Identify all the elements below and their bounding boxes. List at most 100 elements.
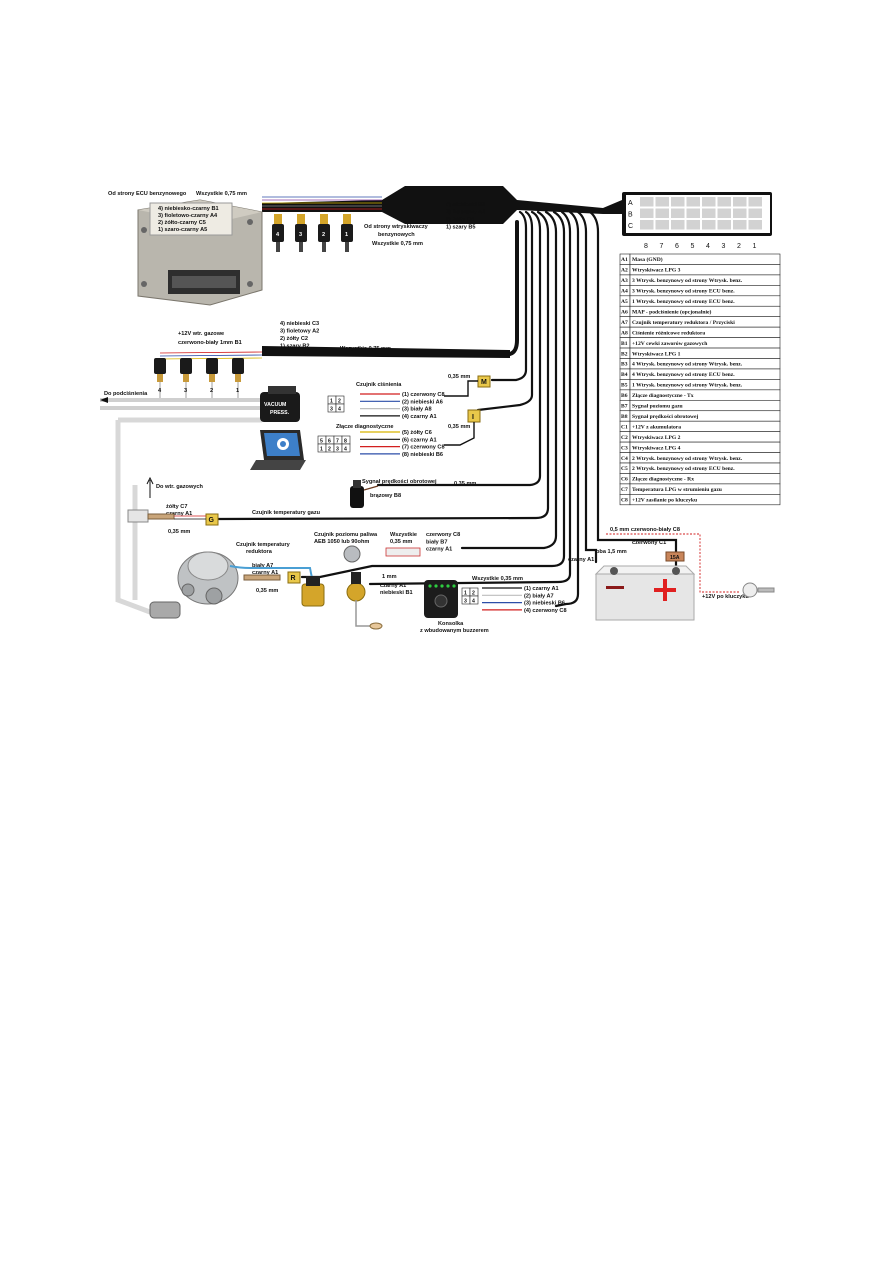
pin-id: A8 xyxy=(621,330,628,336)
gas-temp-badge-letter: G xyxy=(209,517,215,524)
panel-wire-label: (2) biały A7 xyxy=(524,593,554,599)
injector-number: 3 xyxy=(299,232,302,238)
connector-pin xyxy=(671,220,685,230)
connector-row-label: A xyxy=(628,200,633,207)
solenoid-size: 1 mm xyxy=(382,574,397,580)
pin-id: B8 xyxy=(621,414,628,420)
diag-pin-number: 4 xyxy=(344,446,347,452)
rpm-wire: brązowy B8 xyxy=(370,493,401,499)
diag-pin-number: 8 xyxy=(344,438,347,444)
panel-caption-1: Konsolka xyxy=(438,621,464,627)
rpm-lead xyxy=(363,485,379,491)
ecu-wire-list: 4) niebiesko-czarny B13) fioletowo-czarn… xyxy=(158,206,219,233)
pin-description: Wtryskiwacz LPG 1 xyxy=(632,351,681,357)
pin-id: B6 xyxy=(621,393,628,399)
connector-pin xyxy=(702,220,716,230)
benz-injector-wire-list: 4) niebieski B33) fioletowy A32) żółty C… xyxy=(446,202,485,231)
connector-pin xyxy=(640,197,654,207)
level-wire-label: czarny A1 xyxy=(426,547,452,553)
ecu-bolt xyxy=(141,281,147,287)
panel-pin-number: 2 xyxy=(472,590,475,596)
main-harness xyxy=(216,186,678,608)
gas-temp-badge: G xyxy=(205,513,219,526)
battery-minus-sign xyxy=(606,586,624,589)
diag-size: 0,35 mm xyxy=(448,424,470,430)
connector-pin-grid xyxy=(640,197,762,230)
map-wire-label: (1) czerwony C8 xyxy=(402,392,445,398)
wire-gas-temp xyxy=(216,210,550,521)
benz-injectors-label-2: benzynowych xyxy=(378,232,415,238)
pin-id: B1 xyxy=(621,341,628,347)
lpg-injector-wire-label: 3) fioletowy A2 xyxy=(280,329,319,335)
solenoid-wire-1: czarny A1 xyxy=(380,583,406,589)
panel-all: Wszystkie 0,35 mm xyxy=(472,576,523,582)
pin-description: +12V zasilanie po kluczyku xyxy=(632,498,697,504)
battery-case xyxy=(595,573,695,621)
wire-panel xyxy=(554,210,580,608)
wire-battery-plus xyxy=(588,210,678,568)
gas-temp-wire-1: żółty C7 xyxy=(166,504,187,510)
reducer-badge-letter: R xyxy=(291,575,296,582)
reducer-title-1: Czujnik temperatury xyxy=(236,542,291,548)
connector-pin xyxy=(640,220,654,230)
pin-id: B3 xyxy=(621,362,628,368)
wire-map xyxy=(490,210,528,382)
reducer-wire-1: biały A7 xyxy=(252,563,273,569)
pin-id: C4 xyxy=(621,456,628,462)
rpm-size: 0,35 mm xyxy=(454,481,476,487)
diag-badge: I xyxy=(467,409,481,423)
pin-description: Sygnał prędkości obrotowej xyxy=(632,414,699,420)
injector-nozzle xyxy=(299,242,303,252)
reducer-title-2: reduktora xyxy=(246,549,273,555)
level-wire-label: biały B7 xyxy=(426,539,447,545)
laptop-base xyxy=(250,460,306,470)
pin-id: C2 xyxy=(621,435,628,441)
pin-description: 2 Wtrysk. benzynowy od strony Wtrysk. be… xyxy=(632,456,743,462)
ecu-all-label: Wszystkie 0,75 mm xyxy=(196,191,247,197)
lpg-wires-thin xyxy=(159,351,263,360)
injector-body xyxy=(341,224,353,242)
lpg-rail-hoses xyxy=(100,398,262,615)
pin-id: B4 xyxy=(621,372,628,378)
ecu-bolt xyxy=(247,219,253,225)
pin-id: C5 xyxy=(621,466,628,472)
ignition-coil xyxy=(350,486,364,508)
connector-pin xyxy=(655,208,669,218)
reducer-wire-2: czarny A1 xyxy=(252,570,278,576)
key-label: +12V po kluczyku xyxy=(702,594,749,600)
pin-description: 1 Wtrysk. benzynowy od strony ECU benz. xyxy=(632,299,735,305)
panel-led xyxy=(440,584,444,588)
connector-col-label: 6 xyxy=(675,243,679,250)
diag-badge-box xyxy=(467,409,481,423)
battery-top xyxy=(594,565,696,575)
map-device xyxy=(260,392,300,422)
map-wire-label: (4) czarny A1 xyxy=(402,414,437,420)
benz-injector-wire-label: 1) szary B5 xyxy=(446,225,476,231)
level-all: Wszystkie xyxy=(390,532,417,538)
pin-description: Złącze diagnostyczne - Rx xyxy=(632,477,694,483)
map-title: Czujnik ciśnienia xyxy=(356,382,402,388)
benz-injector-wire-label: 3) fioletowy A3 xyxy=(446,210,485,216)
pin-description: Sygnał poziomu gazu xyxy=(632,404,683,410)
panel-pin-number: 1 xyxy=(464,590,467,596)
pin-description: +12V cewki zaworów gazowych xyxy=(632,341,708,347)
wire-red-white xyxy=(159,351,263,354)
connector-col-label: 7 xyxy=(660,243,664,250)
panel-button xyxy=(434,594,448,608)
lpg-injector-nozzle xyxy=(157,374,163,382)
injector-body xyxy=(272,224,284,242)
map-cable xyxy=(444,380,478,397)
wire-battery xyxy=(576,210,598,564)
battery-key-wire: 0,5 mm czerwono-biały C8 xyxy=(610,527,680,533)
panel-wire-label: (4) czerwony C8 xyxy=(524,608,567,614)
pin-id: C7 xyxy=(621,487,628,493)
ecu-bolt xyxy=(141,227,147,233)
gas-solenoids: 1 mm czarny A1 niebieski B1 xyxy=(229,565,413,630)
diag-pin xyxy=(341,443,351,453)
